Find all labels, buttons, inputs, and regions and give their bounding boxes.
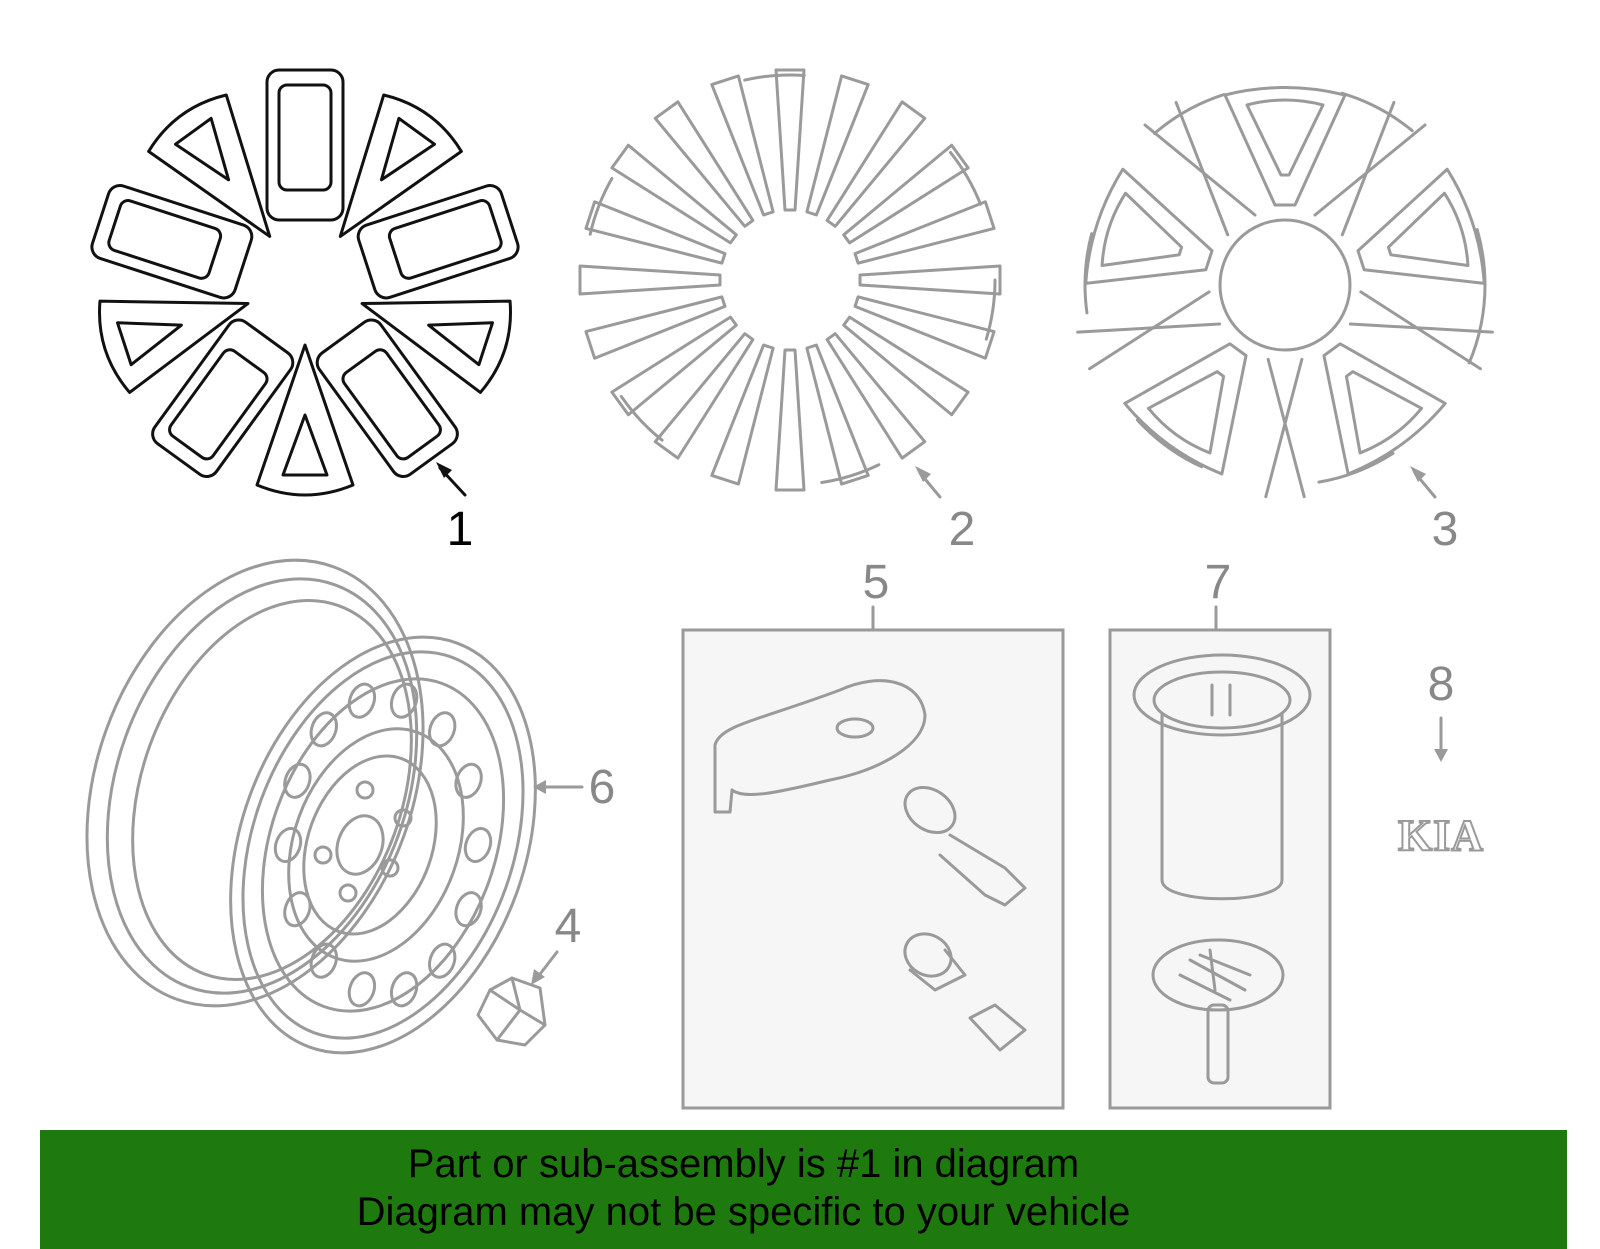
callout-arrow-8 bbox=[1434, 716, 1448, 762]
info-banner: Part or sub-assembly is #1 in diagram Di… bbox=[40, 1130, 1567, 1249]
callout-label-6[interactable]: 6 bbox=[589, 761, 616, 814]
callout-arrow-3 bbox=[1410, 466, 1437, 499]
banner-line-1: Part or sub-assembly is #1 in diagram bbox=[407, 1142, 1080, 1186]
callout-label-3[interactable]: 3 bbox=[1432, 503, 1459, 556]
callout-label-1[interactable]: 1 bbox=[447, 503, 474, 556]
callout-arrow-6 bbox=[533, 780, 584, 794]
callout-arrow-1 bbox=[436, 462, 467, 497]
alloy-wheel-part-3[interactable] bbox=[1054, 83, 1516, 527]
callout-label-4[interactable]: 4 bbox=[555, 900, 582, 953]
lug-nut-part-4[interactable] bbox=[476, 976, 547, 1047]
alloy-wheel-part-2[interactable] bbox=[578, 68, 1002, 492]
callout-label-8[interactable]: 8 bbox=[1428, 658, 1455, 711]
tpms-sensor-part-5[interactable] bbox=[681, 628, 1065, 1110]
banner-line-2: Diagram may not be specific to your vehi… bbox=[356, 1190, 1131, 1234]
spare-wheel-part-6[interactable] bbox=[28, 513, 590, 1096]
callout-label-5[interactable]: 5 bbox=[863, 556, 890, 609]
callout-label-7[interactable]: 7 bbox=[1205, 556, 1232, 609]
callout-arrow-2 bbox=[915, 466, 942, 499]
kia-emblem-part-8[interactable]: KIA bbox=[1397, 810, 1484, 861]
parts-diagram: 1 2 3 6 bbox=[28, 68, 1516, 1110]
spare-tire-holder-part-7[interactable] bbox=[1108, 628, 1332, 1110]
alloy-wheel-part-1[interactable] bbox=[89, 68, 521, 497]
callout-arrow-4 bbox=[531, 950, 559, 985]
callout-label-2[interactable]: 2 bbox=[949, 503, 976, 556]
